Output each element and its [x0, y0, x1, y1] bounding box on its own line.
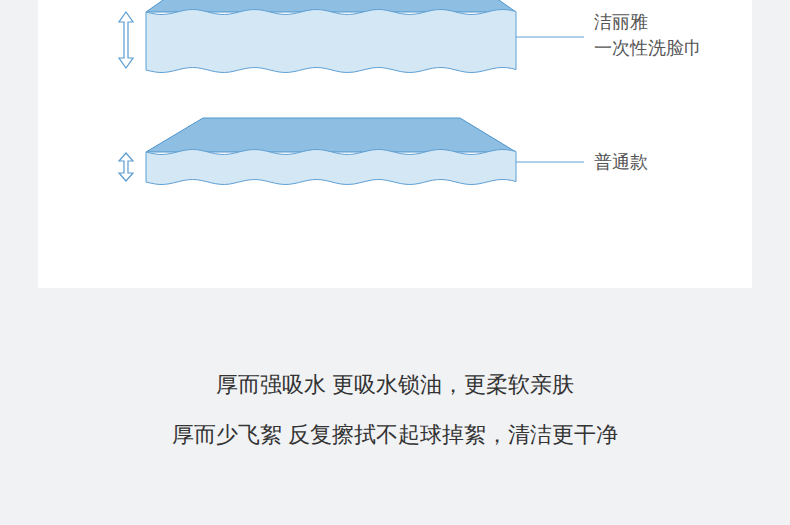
thickness-arrow [119, 153, 133, 181]
product-label: 洁丽雅 一次性洗脸巾 [594, 9, 724, 61]
thin-front-face [146, 150, 516, 185]
leader-line [516, 162, 584, 163]
thin-top-face [146, 118, 516, 152]
feature-text: 厚而少飞絮 反复擦拭不起球掉絮，清洁更干净 [0, 420, 790, 450]
leader-line [516, 37, 584, 38]
thick-front-face [146, 10, 516, 73]
feature-text: 厚而强吸水 更吸水锁油，更柔软亲肤 [0, 370, 790, 400]
product-label: 普通款 [594, 149, 724, 175]
thickness-arrow [119, 12, 133, 68]
